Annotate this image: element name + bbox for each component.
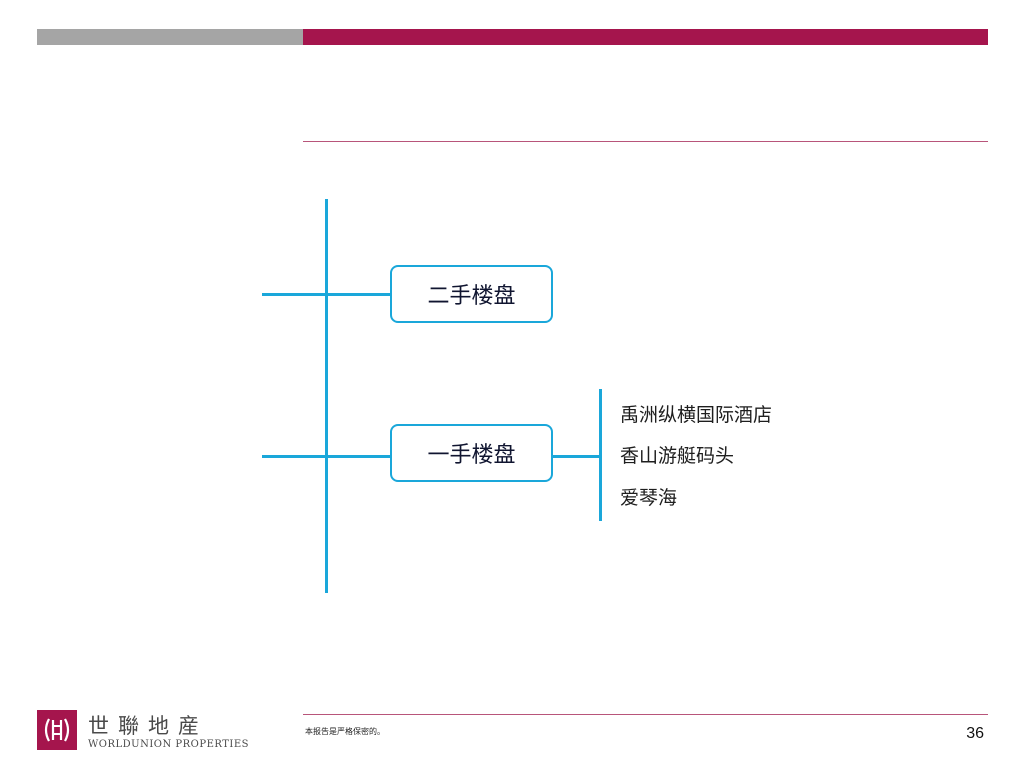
worldunion-logo-icon — [37, 710, 77, 750]
node-label: 一手楼盘 — [427, 443, 516, 468]
title-divider — [303, 141, 988, 142]
node-label: 二手楼盘 — [427, 284, 516, 309]
logo-text-chinese: 世聯地産 — [88, 714, 208, 738]
child-item: 爱琴海 — [620, 487, 678, 509]
logo-mark — [44, 718, 70, 742]
child-item: 香山游艇码头 — [620, 445, 735, 467]
logo-text-english: WORLDUNION PROPERTIES — [88, 739, 250, 750]
node-new-property: 一手楼盘 — [390, 424, 553, 482]
header-bar-gray — [37, 29, 303, 45]
node-second-hand-property: 二手楼盘 — [390, 265, 553, 323]
connector-to-children — [553, 455, 601, 458]
branch-line-node-1 — [262, 293, 392, 296]
children-bracket-line — [599, 389, 602, 521]
header-bar-accent — [303, 29, 988, 45]
main-trunk-line — [325, 199, 328, 593]
footer-divider — [303, 714, 988, 715]
child-item: 禹洲纵横国际酒店 — [620, 404, 773, 426]
confidentiality-note: 本报告是严格保密的。 — [305, 727, 385, 736]
page-number: 36 — [966, 725, 984, 742]
branch-line-node-2 — [262, 455, 392, 458]
